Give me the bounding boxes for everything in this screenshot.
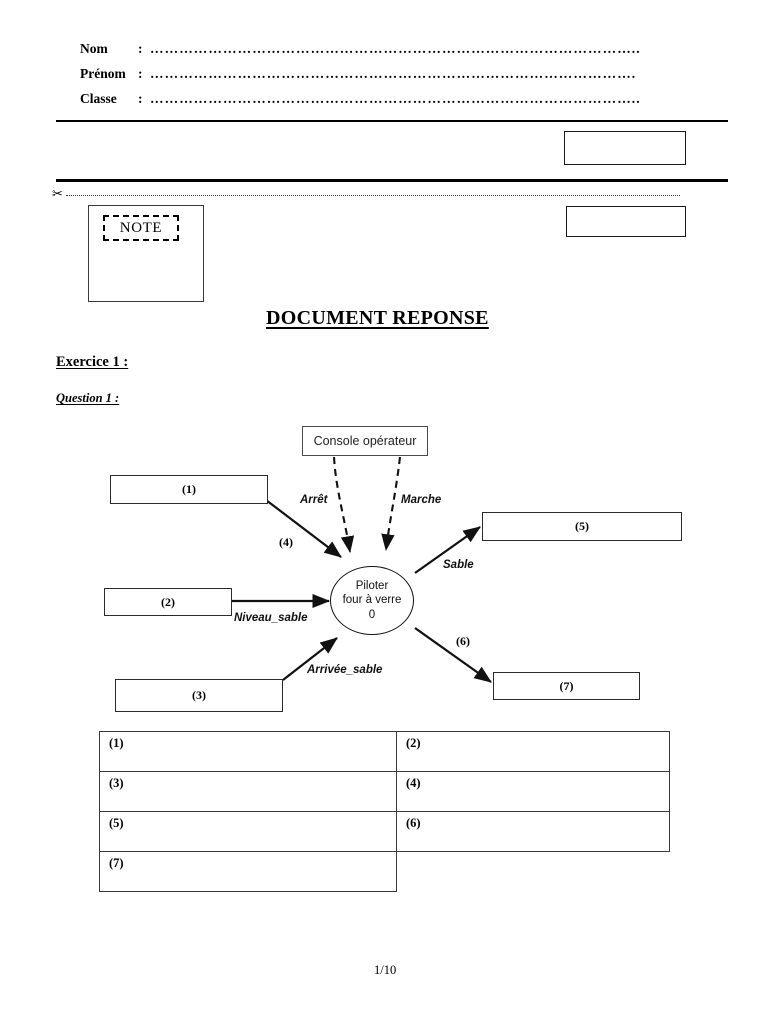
question-heading: Question 1 : xyxy=(56,391,120,405)
identity-dots-classe[interactable]: ……………………………………………………………………………………….. xyxy=(150,91,641,106)
grade-box-bottom[interactable] xyxy=(566,206,686,237)
diagram-box-3[interactable]: (3) xyxy=(115,679,283,712)
identity-label-nom: Nom xyxy=(80,41,108,56)
identity-field-nom: Nom : ……………………………………………………………………………………….… xyxy=(80,41,700,57)
identity-field-prenom: Prénom : …………………………………………………………………………………… xyxy=(80,66,700,82)
answer-cell-4[interactable]: (4) xyxy=(396,771,670,812)
process-circle-piloter[interactable]: Piloter four à verre 0 xyxy=(330,566,414,635)
flow-label-arret: Arrêt xyxy=(300,494,328,506)
identity-colon-prenom: : xyxy=(138,66,143,81)
answer-cell-3[interactable]: (3) xyxy=(99,771,397,812)
identity-label-classe: Classe xyxy=(80,91,117,106)
process-line-1: Piloter xyxy=(355,579,389,592)
process-line-3: 0 xyxy=(368,608,376,621)
flow-label-sable: Sable xyxy=(443,559,474,571)
arrow-4 xyxy=(265,499,342,558)
identity-colon-nom: : xyxy=(138,41,143,56)
diagram-box-7[interactable]: (7) xyxy=(493,672,640,700)
flow-label-arrivee-sable: Arrivée_sable xyxy=(307,664,383,676)
note-label: NOTE xyxy=(103,215,179,241)
section-divider-thick-rule xyxy=(56,179,728,182)
answer-cell-7[interactable]: (7) xyxy=(99,851,397,892)
flow-label-marche: Marche xyxy=(401,494,442,506)
identity-field-classe: Classe : …………………………………………………………………………………… xyxy=(80,91,700,107)
scissors-icon: ✂ xyxy=(52,187,63,202)
header-divider-rule xyxy=(56,120,728,122)
answer-cell-empty xyxy=(397,852,670,892)
arrow-6 xyxy=(414,627,492,683)
diagram-box-5[interactable]: (5) xyxy=(482,512,682,541)
diagram-box-1[interactable]: (1) xyxy=(110,475,268,504)
table-row: (5) (6) xyxy=(99,811,670,852)
answer-cell-2[interactable]: (2) xyxy=(396,731,670,772)
answer-cell-5[interactable]: (5) xyxy=(99,811,397,852)
arrow-number-4: (4) xyxy=(279,535,293,549)
table-row: (3) (4) xyxy=(99,771,670,812)
cut-dotted-line xyxy=(66,195,680,196)
console-operateur-box[interactable]: Console opérateur xyxy=(302,426,428,456)
page-footer: 1/10 xyxy=(374,963,397,977)
exercice-heading: Exercice 1 : xyxy=(56,354,129,370)
grade-box-top[interactable] xyxy=(564,131,686,165)
answer-cell-6[interactable]: (6) xyxy=(396,811,670,852)
arrow-marche xyxy=(381,456,402,552)
identity-dots-prenom[interactable]: ………………………………………………………………………………………. xyxy=(150,66,637,81)
page-title: DOCUMENT REPONSE xyxy=(266,307,489,329)
note-box: NOTE xyxy=(88,205,204,302)
diagram-box-2[interactable]: (2) xyxy=(104,588,232,616)
table-row: (7) xyxy=(99,851,670,892)
answer-cell-1[interactable]: (1) xyxy=(99,731,397,772)
process-line-2: four à verre xyxy=(342,594,402,607)
identity-colon-classe: : xyxy=(138,91,143,106)
identity-dots-nom[interactable]: ……………………………………………………………………………………….. xyxy=(150,41,641,56)
table-row: (1) (2) xyxy=(99,731,670,772)
arrow-arret xyxy=(332,456,355,554)
arrow-number-6: (6) xyxy=(456,634,470,648)
answer-table: (1) (2) (3) (4) (5) (6) (7) xyxy=(99,731,670,892)
flow-label-niveau-sable: Niveau_sable xyxy=(234,612,308,624)
identity-label-prenom: Prénom xyxy=(80,66,126,81)
